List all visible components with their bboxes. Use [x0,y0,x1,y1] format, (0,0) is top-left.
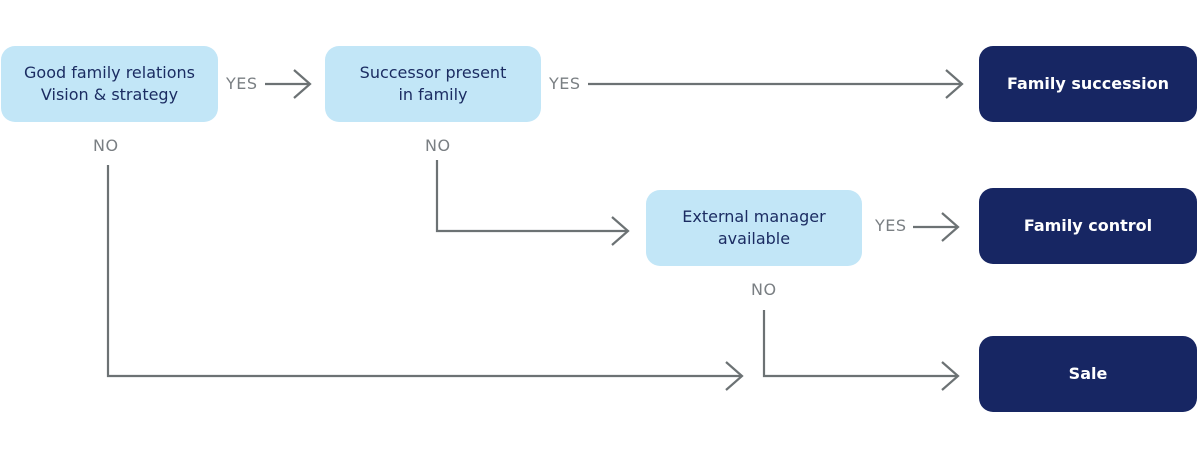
label-yes-2: YES [549,74,581,93]
decision-successor-text: Successor present in family [359,63,507,104]
decision-external-manager-text: External manager available [682,207,826,248]
label-yes-3: YES [875,216,907,235]
arrowhead-no-3 [941,361,960,391]
outcome-family-control: Family control [979,188,1197,264]
arrowhead-yes-2 [945,69,964,99]
outcome-family-succession: Family succession [979,46,1197,122]
outcome-sale: Sale [979,336,1197,412]
label-no-1: NO [93,136,119,155]
decision-family-relations-text: Good family relations Vision & strategy [24,63,195,104]
connector-no-3 [762,310,958,378]
decision-successor: Successor present in family [325,46,541,122]
label-yes-1: YES [226,74,258,93]
arrowhead-no-2 [611,216,630,246]
arrowhead-yes-1 [293,69,312,99]
outcome-sale-text: Sale [1068,364,1108,383]
decision-external-manager: External manager available [646,190,862,266]
arrowhead-yes-3 [941,212,960,242]
arrowhead-no-1 [725,361,744,391]
label-no-2: NO [425,136,451,155]
connector-no-2 [435,160,628,233]
decision-family-relations: Good family relations Vision & strategy [1,46,218,122]
connector-no-1 [106,165,742,378]
label-no-3: NO [751,280,777,299]
outcome-family-control-text: Family control [1023,216,1153,235]
outcome-family-succession-text: Family succession [1006,74,1170,93]
